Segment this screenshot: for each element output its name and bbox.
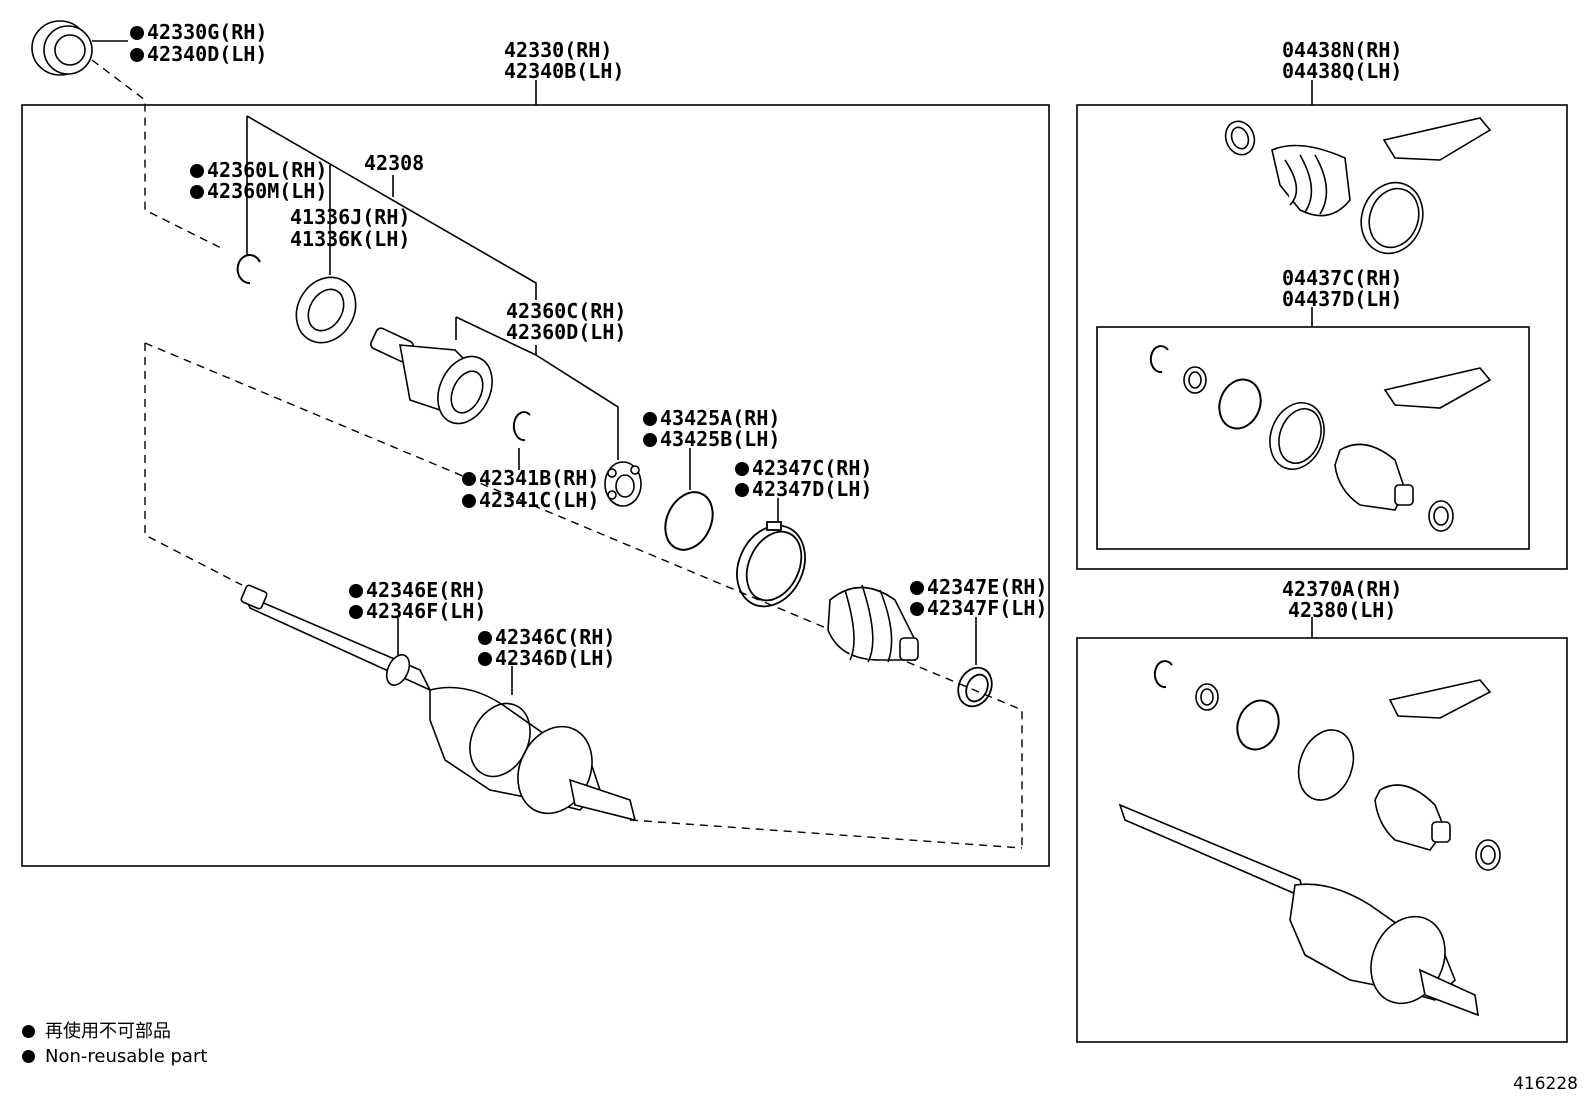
diagram-number: 416228	[1513, 1074, 1578, 1094]
label-04438Q: 04438Q(LH)	[1282, 59, 1403, 83]
shaft-assembly-frame	[1076, 637, 1568, 1043]
label-42347C: 42347C(RH)	[735, 458, 872, 479]
non-reusable-dot-icon	[462, 472, 476, 486]
non-reusable-dot-icon	[349, 605, 363, 619]
label-42346F: 42346F(LH)	[349, 601, 486, 622]
label-42340B: 42340B(LH)	[504, 59, 625, 83]
non-reusable-dot-icon	[349, 584, 363, 598]
boot-kit-frame	[1076, 104, 1568, 570]
non-reusable-dot-icon	[22, 1050, 35, 1063]
label-43425B: 43425B(LH)	[643, 429, 780, 450]
label-41336K: 41336K(LH)	[290, 227, 411, 251]
label-42330G: 42330G(RH)	[130, 22, 267, 43]
label-04437D: 04437D(LH)	[1282, 287, 1403, 311]
label-43425A: 43425A(RH)	[643, 408, 780, 429]
label-42346C: 42346C(RH)	[478, 627, 615, 648]
non-reusable-dot-icon	[22, 1025, 35, 1038]
label-42341C: 42341C(LH)	[462, 490, 599, 511]
non-reusable-dot-icon	[643, 412, 657, 426]
non-reusable-dot-icon	[910, 602, 924, 616]
label-42347F: 42347F(LH)	[910, 598, 1047, 619]
label-42370A: 42370A(RH)	[1282, 577, 1403, 601]
non-reusable-dot-icon	[910, 581, 924, 595]
label-42346D: 42346D(LH)	[478, 648, 615, 669]
non-reusable-dot-icon	[190, 164, 204, 178]
non-reusable-dot-icon	[130, 26, 144, 40]
label-42341B: 42341B(RH)	[462, 468, 599, 489]
non-reusable-dot-icon	[643, 433, 657, 447]
boot-kit-inner-frame	[1096, 326, 1530, 550]
non-reusable-dot-icon	[735, 483, 749, 497]
non-reusable-dot-icon	[130, 48, 144, 62]
label-42360M: 42360M(LH)	[190, 181, 327, 202]
non-reusable-dot-icon	[462, 494, 476, 508]
non-reusable-dot-icon	[478, 652, 492, 666]
non-reusable-dot-icon	[478, 631, 492, 645]
label-42360C: 42360C(RH)	[506, 299, 627, 323]
label-42308: 42308	[364, 151, 425, 175]
label-04438N: 04438N(RH)	[1282, 38, 1403, 62]
label-04437C: 04437C(RH)	[1282, 266, 1403, 290]
label-42347E: 42347E(RH)	[910, 577, 1047, 598]
legend-english: Non-reusable part	[22, 1047, 207, 1067]
label-42330: 42330(RH)	[504, 38, 613, 62]
label-42380: 42380(LH)	[1288, 598, 1397, 622]
label-42340D: 42340D(LH)	[130, 44, 267, 65]
non-reusable-dot-icon	[735, 462, 749, 476]
label-42360L: 42360L(RH)	[190, 160, 327, 181]
legend-japanese: 再使用不可部品	[22, 1022, 171, 1042]
label-42346E: 42346E(RH)	[349, 580, 486, 601]
non-reusable-dot-icon	[190, 185, 204, 199]
label-42360D: 42360D(LH)	[506, 320, 627, 344]
label-42347D: 42347D(LH)	[735, 479, 872, 500]
label-41336J: 41336J(RH)	[290, 205, 411, 229]
